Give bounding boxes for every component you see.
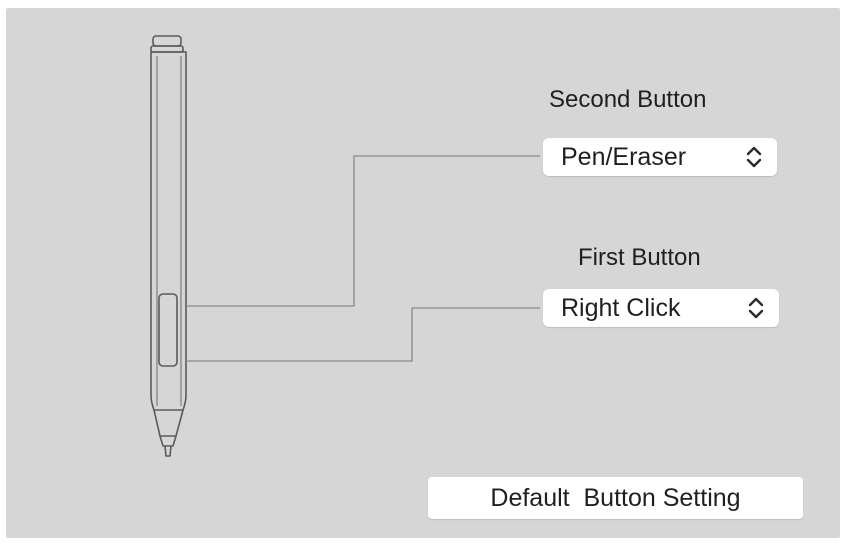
first-button-select[interactable]: Right Click <box>543 289 779 327</box>
pen-tip-cone <box>153 409 184 437</box>
pen-tip-collar <box>159 435 177 447</box>
first-button-label: First Button <box>578 244 701 271</box>
pen-settings-panel <box>6 8 840 538</box>
first-button-leader-line <box>186 307 540 362</box>
up-down-chevron-icon <box>739 142 769 172</box>
pen-side-button <box>158 293 178 367</box>
second-button-value: Pen/Eraser <box>561 142 687 171</box>
second-button-leader-line <box>186 155 540 307</box>
pen-nib <box>164 445 172 457</box>
default-button-setting-button[interactable]: Default Button Setting <box>428 477 803 519</box>
second-button-label: Second Button <box>549 86 707 113</box>
second-button-select[interactable]: Pen/Eraser <box>543 138 777 176</box>
up-down-chevron-icon <box>741 293 771 323</box>
pen-cap-top <box>152 35 182 47</box>
first-button-value: Right Click <box>561 293 681 322</box>
pen-cap-ring <box>150 45 184 53</box>
